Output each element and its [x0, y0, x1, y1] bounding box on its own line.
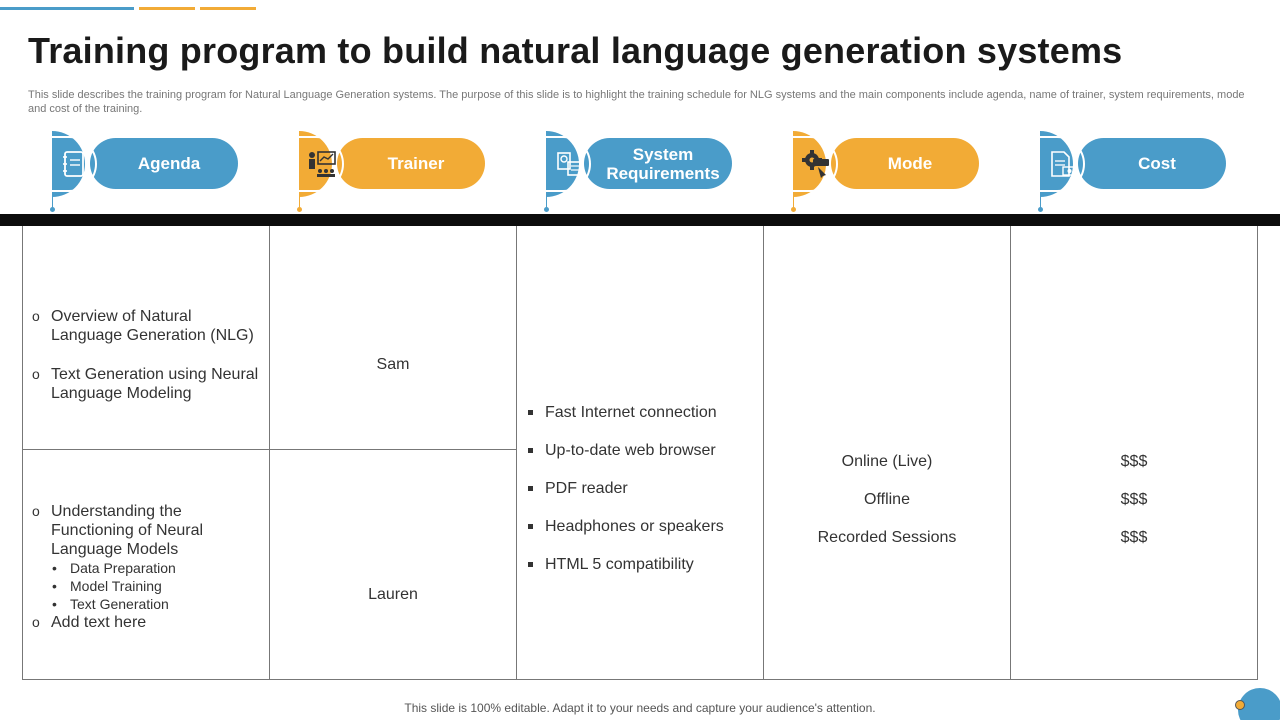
header-system-requirements-label: System Requirements: [584, 138, 732, 189]
agenda-sub-item: Model Training: [52, 577, 267, 595]
column-divider: [269, 226, 270, 680]
corner-decoration: [1238, 688, 1280, 720]
agenda-item: Text Generation using Neural Language Mo…: [22, 365, 267, 403]
cost-item: $$$: [1120, 453, 1148, 470]
agenda-sub-item: Data Preparation: [52, 559, 267, 577]
requirement-item: Up-to-date web browser: [523, 441, 759, 460]
mode-item: Offline: [864, 491, 910, 508]
header-mode: Mode: [791, 131, 981, 212]
agenda-sub-list: Data Preparation Model Training Text Gen…: [22, 559, 267, 613]
agenda-item: Overview of Natural Language Generation …: [22, 307, 267, 345]
corner-dot-decoration: [1235, 700, 1245, 710]
cost-item: $$$: [1120, 529, 1148, 546]
header-system-requirements: System Requirements: [544, 131, 734, 212]
requirement-item: PDF reader: [523, 479, 759, 498]
column-divider: [1010, 226, 1011, 680]
requirement-item: Headphones or speakers: [523, 517, 759, 536]
trainer-cell-2: Lauren: [368, 586, 418, 603]
agenda-item: Add text here: [22, 613, 267, 632]
presenter-icon: [309, 151, 336, 177]
requirement-item: Fast Internet connection: [523, 403, 759, 422]
notebook-icon: [63, 151, 84, 177]
computer-icon: [557, 152, 583, 176]
trainer-cell-1: Sam: [376, 356, 410, 373]
mode-list: Online (Live) Offline Recorded Sessions: [764, 452, 1010, 547]
footer-note: This slide is 100% editable. Adapt it to…: [404, 701, 876, 715]
training-table: [22, 226, 1258, 680]
cost-item: $$$: [1120, 491, 1148, 508]
header-trainer: Trainer: [297, 131, 487, 212]
document-money-icon: [1051, 151, 1077, 177]
accent-bar-yellow-1: [139, 7, 195, 10]
column-divider: [516, 226, 517, 680]
header-cost: Cost: [1038, 131, 1228, 212]
header-trainer-label: Trainer: [337, 138, 485, 189]
system-requirements-list: Fast Internet connection Up-to-date web …: [523, 403, 759, 593]
header-agenda: Agenda: [50, 131, 240, 212]
page-subtitle: This slide describes the training progra…: [28, 89, 1245, 115]
mode-item: Recorded Sessions: [817, 529, 957, 546]
accent-bar-yellow-2: [200, 7, 256, 10]
mode-item: Online (Live): [841, 453, 933, 470]
header-mode-label: Mode: [831, 138, 979, 189]
agenda-cell-1: Overview of Natural Language Generation …: [22, 307, 267, 403]
header-divider-band: [0, 214, 1280, 226]
column-divider: [763, 226, 764, 680]
header-cost-label: Cost: [1078, 138, 1226, 189]
gear-cursor-icon: [802, 150, 829, 178]
accent-bar-blue: [0, 7, 134, 10]
agenda-item: Understanding the Functioning of Neural …: [22, 502, 267, 559]
cost-list: $$$ $$$ $$$: [1011, 452, 1257, 547]
agenda-cell-2: Understanding the Functioning of Neural …: [22, 502, 267, 632]
page-title: Training program to build natural langua…: [28, 30, 1123, 71]
row-divider: [22, 449, 516, 450]
agenda-sub-item: Text Generation: [52, 595, 267, 613]
requirement-item: HTML 5 compatibility: [523, 555, 759, 574]
header-agenda-label: Agenda: [90, 138, 238, 189]
